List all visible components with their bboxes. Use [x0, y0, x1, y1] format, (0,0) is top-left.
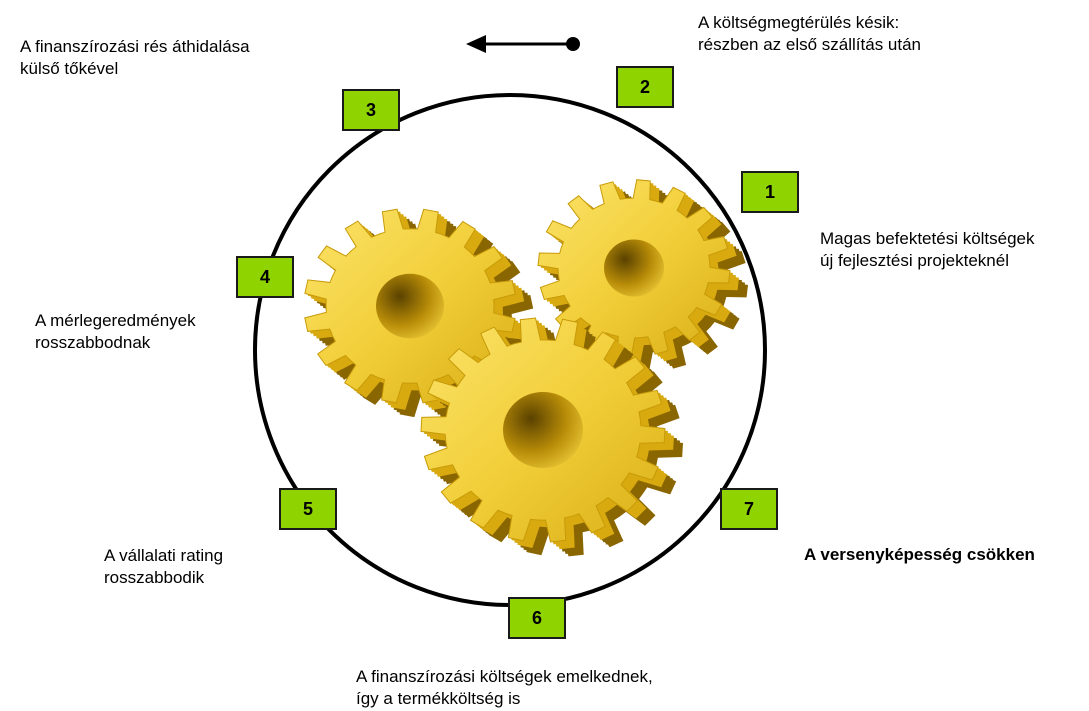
step-box-7: 7: [720, 488, 778, 530]
gears-group: [305, 180, 748, 557]
arrow-origin-dot: [566, 37, 580, 51]
step-label-5: A vállalati rating rosszabbodik: [104, 545, 223, 589]
gear-hole: [376, 274, 444, 339]
arrow-head: [466, 35, 486, 53]
step-box-2: 2: [616, 66, 674, 108]
step-label-7: A versenyképesség csökken: [804, 544, 1035, 566]
step-label-6: A finanszírozási költségek emelkednek, í…: [356, 666, 653, 710]
step-label-4: A mérlegeredmények rosszabbodnak: [35, 310, 196, 354]
step-box-5: 5: [279, 488, 337, 530]
step-label-1: Magas befektetési költségek új fejleszté…: [820, 228, 1035, 272]
gear-hole: [503, 392, 583, 468]
step-box-4: 4: [236, 256, 294, 298]
gear-hole: [604, 240, 664, 297]
step-box-6: 6: [508, 597, 566, 639]
step-label-3: A finanszírozási rés áthidalása külső tő…: [20, 36, 250, 80]
step-label-2: A költségmegtérülés késik: részben az el…: [698, 12, 921, 56]
step-box-1: 1: [741, 171, 799, 213]
step-box-3: 3: [342, 89, 400, 131]
direction-arrow: [466, 35, 580, 53]
